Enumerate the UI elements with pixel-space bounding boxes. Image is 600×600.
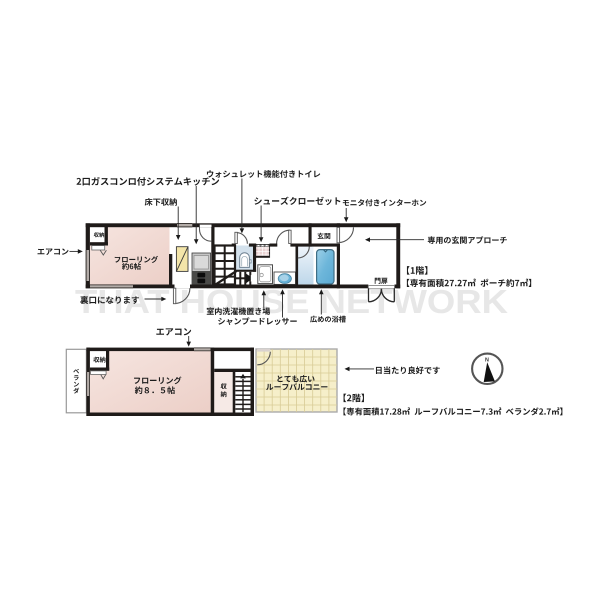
svg-text:THAT HOUSE NETWORK: THAT HOUSE NETWORK: [75, 283, 508, 320]
svg-text:N: N: [485, 358, 489, 364]
